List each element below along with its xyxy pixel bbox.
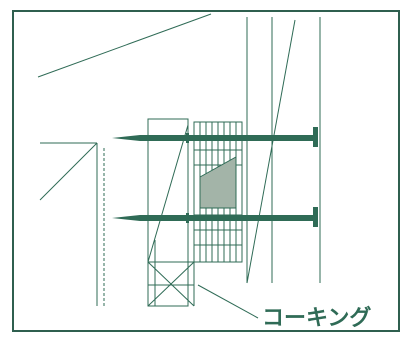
wall-diagonal (246, 19, 296, 284)
sealant-area (199, 156, 237, 209)
bracket-diagonal (39, 142, 98, 201)
bolt-upper (112, 127, 318, 147)
caulking-label: コーキング (262, 306, 372, 331)
callout-leader (197, 284, 259, 319)
frame-column (147, 118, 189, 307)
frame-cross (147, 261, 195, 307)
frame-diagonal (147, 124, 189, 263)
roof-line (37, 13, 212, 78)
bolt-lower (112, 207, 318, 227)
